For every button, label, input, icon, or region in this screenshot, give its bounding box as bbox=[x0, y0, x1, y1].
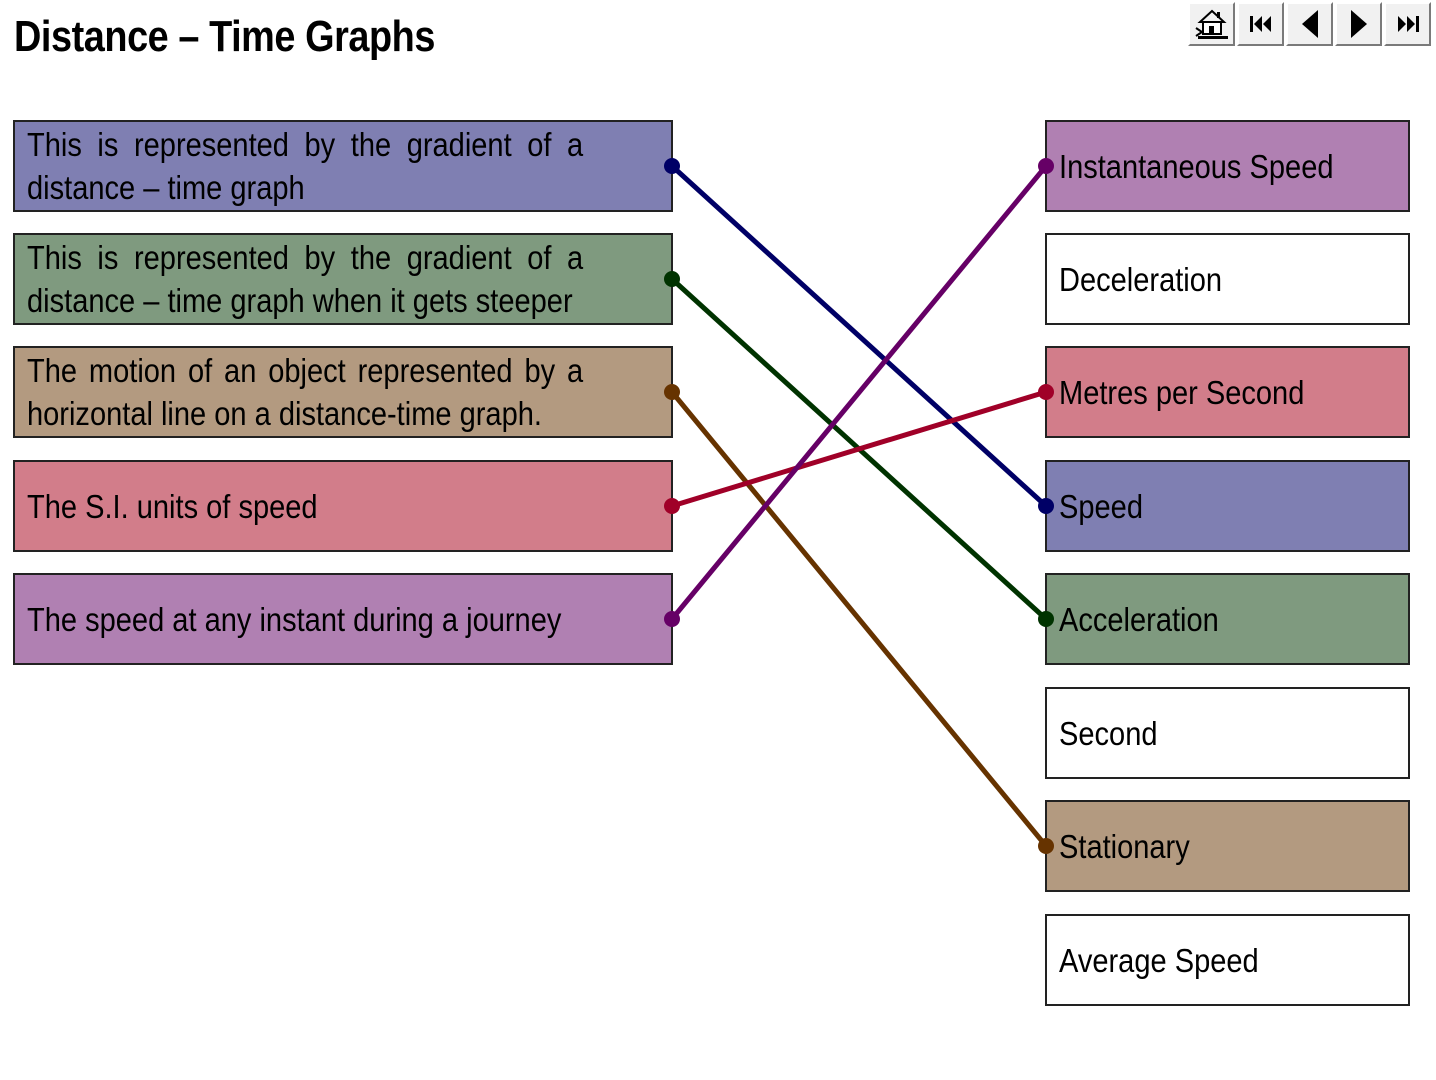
skip-back-icon bbox=[1249, 16, 1271, 32]
definition-text: The motion of an object represented by a… bbox=[27, 352, 584, 432]
connection-line bbox=[669, 163, 1049, 509]
term-box[interactable]: Deceleration bbox=[1045, 233, 1410, 325]
term-text: Second bbox=[1059, 714, 1158, 752]
term-text: Average Speed bbox=[1059, 941, 1259, 979]
definition-box[interactable]: This is represented by the gradient of a… bbox=[13, 233, 673, 325]
term-text: Acceleration bbox=[1059, 600, 1219, 638]
term-box[interactable]: Stationary bbox=[1045, 800, 1410, 892]
connection-line bbox=[669, 389, 1049, 849]
term-box[interactable]: Second bbox=[1045, 687, 1410, 779]
definition-box[interactable]: The speed at any instant during a journe… bbox=[13, 573, 673, 665]
term-text: Instantaneous Speed bbox=[1059, 147, 1334, 185]
home-button[interactable] bbox=[1188, 2, 1235, 46]
term-text: Deceleration bbox=[1059, 260, 1223, 298]
connection-line bbox=[669, 276, 1049, 622]
skip-forward-icon bbox=[1397, 16, 1419, 32]
term-box[interactable]: Instantaneous Speed bbox=[1045, 120, 1410, 212]
definition-box[interactable]: The S.I. units of speed bbox=[13, 460, 673, 552]
definition-text: This is represented by the gradient of a… bbox=[27, 239, 584, 319]
triangle-left-icon bbox=[1301, 10, 1318, 38]
definition-box[interactable]: The motion of an object represented by a… bbox=[13, 346, 673, 438]
page-title: Distance – Time Graphs bbox=[14, 12, 435, 61]
definition-text: The S.I. units of speed bbox=[27, 487, 318, 525]
slide-navigation bbox=[1188, 2, 1434, 48]
term-text: Stationary bbox=[1059, 827, 1190, 865]
term-text: Metres per Second bbox=[1059, 373, 1305, 411]
term-text: Speed bbox=[1059, 487, 1143, 525]
previous-slide-button[interactable] bbox=[1286, 2, 1333, 46]
term-box[interactable]: Speed bbox=[1045, 460, 1410, 552]
home-icon bbox=[1194, 9, 1228, 39]
first-slide-button[interactable] bbox=[1237, 2, 1284, 46]
definition-box[interactable]: This is represented by the gradient of a… bbox=[13, 120, 673, 212]
term-box[interactable]: Acceleration bbox=[1045, 573, 1410, 665]
last-slide-button[interactable] bbox=[1384, 2, 1431, 46]
triangle-right-icon bbox=[1350, 10, 1367, 38]
connection-line bbox=[669, 389, 1049, 509]
term-box[interactable]: Average Speed bbox=[1045, 914, 1410, 1006]
definition-text: This is represented by the gradient of a… bbox=[27, 126, 584, 206]
next-slide-button[interactable] bbox=[1335, 2, 1382, 46]
connection-line bbox=[669, 163, 1049, 622]
term-box[interactable]: Metres per Second bbox=[1045, 346, 1410, 438]
definition-text: The speed at any instant during a journe… bbox=[27, 600, 562, 638]
